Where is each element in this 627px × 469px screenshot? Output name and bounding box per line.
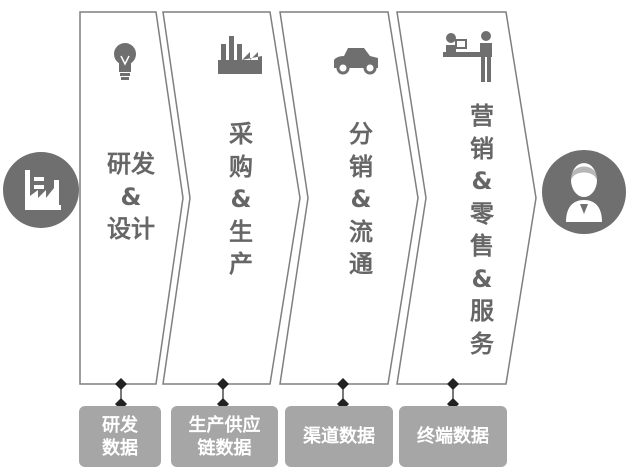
data-label-3: 渠道数据 [303, 426, 375, 447]
stage-chevron-2 [162, 11, 301, 385]
retail-people-icon [443, 31, 492, 82]
stage-chevron-1 [79, 11, 184, 385]
data-box-3 [285, 406, 393, 467]
customer-avatar-icon [566, 163, 602, 222]
factory-icon [218, 36, 262, 74]
data-label-1: 研发 数据 [102, 414, 138, 459]
connector-diamond [337, 378, 349, 390]
stage-label-4: 营 销 & 零 售 & 服 务 [470, 102, 494, 358]
data-box-4 [399, 406, 507, 467]
data-box-1 [79, 406, 161, 467]
connector-diamond [447, 378, 459, 390]
connector-diamond [217, 378, 229, 390]
stage-label-3: 分 销 & 流 通 [349, 120, 373, 278]
stage-label-1: 研发 & 设计 [107, 150, 155, 243]
car-icon [334, 48, 378, 75]
end-node [542, 150, 626, 234]
data-box-2 [171, 406, 278, 467]
stage-chevron-4 [396, 11, 537, 385]
connector-diamond [115, 378, 127, 390]
factory-circle-icon [25, 170, 61, 210]
start-node [3, 152, 79, 228]
data-label-4: 终端数据 [417, 426, 489, 447]
data-label-2: 生产供应 链数据 [188, 414, 261, 459]
stage-chevron-3 [279, 11, 419, 385]
stage-label-2: 采 购 & 生 产 [229, 120, 253, 278]
lightbulb-icon [114, 43, 136, 80]
